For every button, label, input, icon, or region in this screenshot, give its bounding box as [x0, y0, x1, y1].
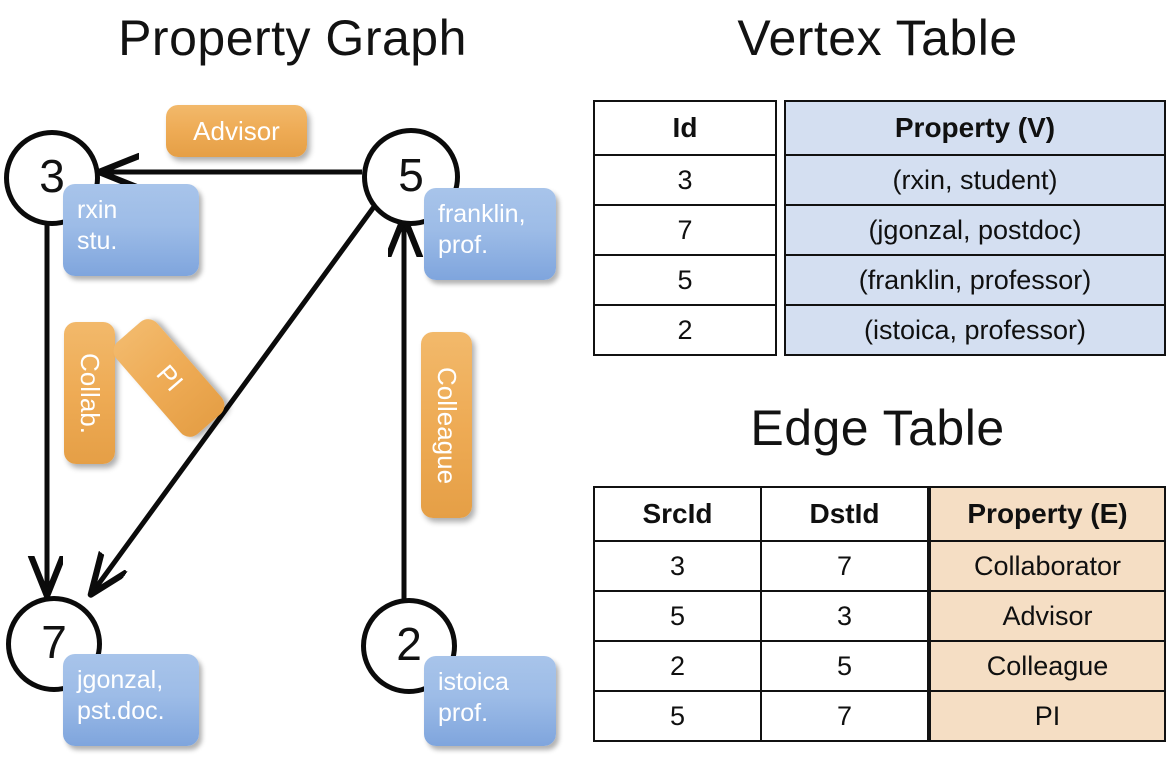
edge-label-collab[interactable]: Collab. — [64, 322, 115, 464]
vertex-table-panel: Vertex Table Id 3 7 5 2 Property (V) (rx… — [585, 0, 1170, 390]
table-row[interactable]: 5 — [593, 254, 777, 306]
edge-table-cell-srcid: 5 — [593, 690, 762, 742]
edge-label-colleague[interactable]: Colleague — [421, 332, 472, 518]
edge-table-cell-dstid: 7 — [760, 690, 929, 742]
edge-table-cell-srcid: 2 — [593, 640, 762, 692]
vertex-table-cell-property: (rxin, student) — [784, 154, 1166, 206]
edge-table-header-property: Property (E) — [929, 486, 1166, 542]
edge-table-cell-property: PI — [929, 690, 1166, 742]
table-row[interactable]: (istoica, professor) — [784, 304, 1166, 356]
table-row[interactable]: 2 5 — [593, 640, 929, 692]
vertex-table-cell-id: 7 — [593, 204, 777, 256]
table-header-row: Id — [593, 100, 777, 156]
edge-table-panel: Edge Table SrcId DstId 3 7 5 3 2 5 5 7 P… — [585, 390, 1170, 760]
edge-line-pi — [92, 202, 379, 593]
graph-node-7-property-line-2: pst.doc. — [77, 697, 165, 725]
graph-node-5-property-box[interactable]: franklin, prof. — [424, 188, 556, 280]
page-title-vertex-table: Vertex Table — [737, 10, 1018, 66]
edge-table-header-dstid: DstId — [760, 486, 929, 542]
table-row[interactable]: Colleague — [929, 640, 1166, 692]
table-header-row: Property (E) — [929, 486, 1166, 542]
edge-table-src-dst-columns: SrcId DstId 3 7 5 3 2 5 5 7 — [593, 486, 929, 742]
vertex-table-header-id: Id — [593, 100, 777, 156]
graph-node-7-property-box[interactable]: jgonzal, pst.doc. — [63, 654, 199, 746]
vertex-table-property-column: Property (V) (rxin, student) (jgonzal, p… — [784, 100, 1166, 356]
edge-table-cell-dstid: 7 — [760, 540, 929, 592]
table-row[interactable]: 7 — [593, 204, 777, 256]
table-row[interactable]: Collaborator — [929, 540, 1166, 592]
vertex-table-cell-property: (istoica, professor) — [784, 304, 1166, 356]
table-row[interactable]: (rxin, student) — [784, 154, 1166, 206]
page-title-edge-table: Edge Table — [750, 400, 1005, 456]
graph-node-3-property-line-2: stu. — [77, 227, 118, 255]
edge-table-property-column: Property (E) Collaborator Advisor Collea… — [929, 486, 1166, 742]
edge-label-colleague-text: Colleague — [432, 366, 462, 484]
table-row[interactable]: 3 — [593, 154, 777, 206]
table-row[interactable]: 2 — [593, 304, 777, 356]
graph-node-2-property-line-1: istoica — [438, 668, 509, 696]
vertex-table-header-property: Property (V) — [784, 100, 1166, 156]
table-row[interactable]: PI — [929, 690, 1166, 742]
table-row[interactable]: 5 3 — [593, 590, 929, 642]
graph-node-2-label: 2 — [396, 618, 422, 670]
graph-node-2-property-line-2: prof. — [438, 699, 489, 727]
page-title-property-graph: Property Graph — [118, 10, 467, 66]
graph-node-3-property-box[interactable]: rxin stu. — [63, 184, 199, 276]
edge-label-advisor[interactable]: Advisor — [166, 105, 307, 157]
edge-table-header-srcid: SrcId — [593, 486, 762, 542]
edge-table-cell-property: Colleague — [929, 640, 1166, 692]
graph-node-3-property-line-1: rxin — [77, 196, 118, 224]
edge-table-cell-srcid: 5 — [593, 590, 762, 642]
graph-edges-svg — [0, 0, 585, 600]
table-row[interactable]: 3 7 — [593, 540, 929, 592]
table-header-row: SrcId DstId — [593, 486, 929, 542]
table-row[interactable]: 5 7 — [593, 690, 929, 742]
edge-table-cell-dstid: 3 — [760, 590, 929, 642]
graph-node-7-property-line-1: jgonzal, — [77, 666, 164, 694]
table-row[interactable]: Advisor — [929, 590, 1166, 642]
graph-node-2-property-box[interactable]: istoica prof. — [424, 656, 556, 746]
edge-table-cell-property: Collaborator — [929, 540, 1166, 592]
table-row[interactable]: (franklin, professor) — [784, 254, 1166, 306]
edge-label-advisor-text: Advisor — [193, 115, 280, 146]
table-row[interactable]: (jgonzal, postdoc) — [784, 204, 1166, 256]
graph-node-5-property-line-1: franklin, — [438, 200, 526, 228]
vertex-table-cell-id: 2 — [593, 304, 777, 356]
vertex-table-cell-property: (jgonzal, postdoc) — [784, 204, 1166, 256]
graph-node-7-label: 7 — [41, 616, 67, 668]
edge-table-cell-property: Advisor — [929, 590, 1166, 642]
edge-table-cell-dstid: 5 — [760, 640, 929, 692]
edge-label-pi-text: PI — [149, 358, 189, 397]
table-header-row: Property (V) — [784, 100, 1166, 156]
property-graph-panel: Property Graph Advisor Collab. PI Collea… — [0, 0, 585, 746]
vertex-table-id-column: Id 3 7 5 2 — [593, 100, 777, 356]
graph-node-5-property-line-2: prof. — [438, 231, 489, 259]
vertex-table-cell-id: 5 — [593, 254, 777, 306]
graph-node-3-label: 3 — [39, 150, 65, 202]
edge-label-collab-text: Collab. — [75, 352, 105, 434]
vertex-table-cell-id: 3 — [593, 154, 777, 206]
edge-table-cell-srcid: 3 — [593, 540, 762, 592]
graph-node-5-label: 5 — [398, 149, 424, 201]
graph-node-2[interactable]: 2 — [361, 598, 457, 694]
vertex-table-cell-property: (franklin, professor) — [784, 254, 1166, 306]
